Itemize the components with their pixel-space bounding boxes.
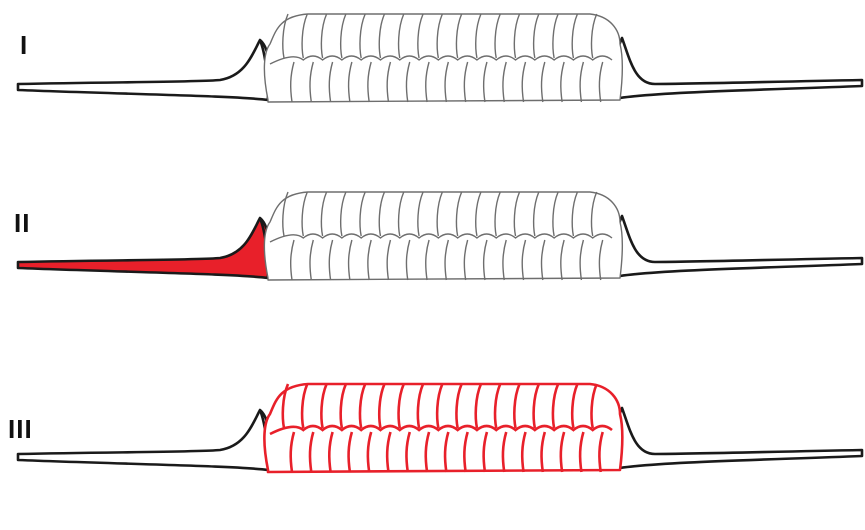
left-end-cell (18, 40, 270, 100)
panel-i: I (0, 0, 865, 160)
central-body-outline (264, 192, 622, 280)
right-end-cell (615, 216, 862, 276)
central-body-outline (264, 14, 622, 102)
panel-ii: II (0, 178, 865, 338)
left-end-cell (18, 410, 270, 470)
right-end-cell (615, 38, 862, 98)
filament-diagram (0, 370, 865, 530)
panel-iii: III (0, 370, 865, 530)
left-end-cell (18, 218, 270, 278)
filament-diagram (0, 0, 865, 160)
filament-diagram (0, 178, 865, 338)
right-end-cell (615, 408, 862, 468)
